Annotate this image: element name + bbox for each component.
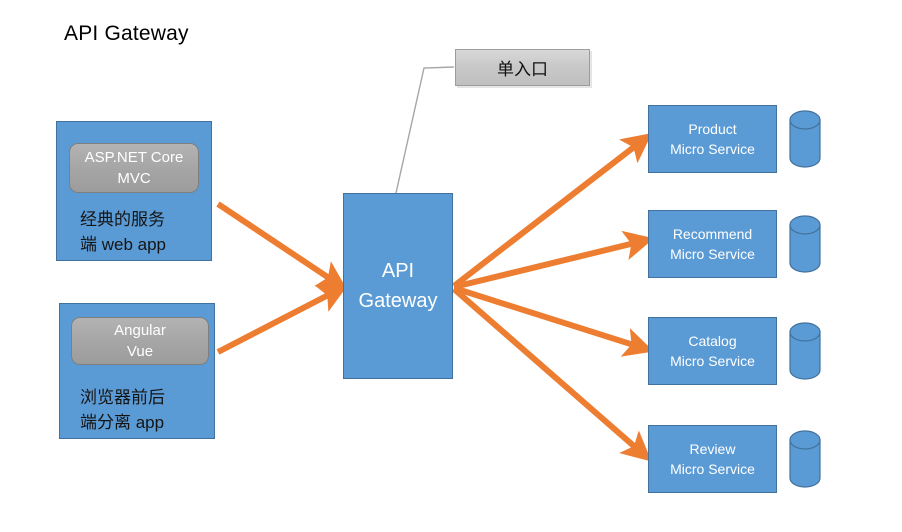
- service-suffix: Micro Service: [670, 461, 755, 477]
- database-cylinder-catalog: [789, 322, 821, 380]
- service-name: Product: [688, 121, 737, 137]
- api-gateway-box[interactable]: API Gateway: [343, 193, 453, 379]
- tech-chip-line2: MVC: [117, 170, 151, 187]
- callout-label: 单入口: [497, 60, 548, 79]
- arrow-gateway-to-product: [452, 133, 653, 289]
- tech-chip-line2: Vue: [126, 343, 154, 360]
- database-cylinder-product: [789, 110, 821, 168]
- page-title: API Gateway: [64, 22, 189, 45]
- arrow-gateway-to-recommend: [453, 230, 655, 290]
- client-caption-line1: 经典的服务: [80, 210, 165, 229]
- service-suffix: Micro Service: [670, 353, 755, 369]
- client-caption-line2: 端分离 app: [80, 413, 165, 432]
- callout-single-entry[interactable]: 单入口: [455, 49, 590, 86]
- api-gateway-line2: Gateway: [358, 290, 438, 312]
- database-cylinder-review: [789, 430, 821, 488]
- arrow-gateway-to-catalog: [453, 285, 654, 357]
- service-name: Recommend: [672, 226, 753, 242]
- tech-chip-line1: ASP.NET Core: [84, 149, 184, 166]
- arrow-angular-to-gateway: [216, 284, 349, 355]
- service-box-recommend[interactable]: Recommend Micro Service: [648, 210, 777, 278]
- database-cylinder-recommend: [789, 215, 821, 273]
- tech-chip-aspnet-mvc[interactable]: ASP.NET Core MVC: [69, 143, 199, 193]
- arrow-aspnet-to-gateway: [216, 201, 348, 291]
- service-suffix: Micro Service: [670, 141, 755, 157]
- client-caption-line2: 端 web app: [80, 235, 166, 254]
- service-box-product[interactable]: Product Micro Service: [648, 105, 777, 173]
- service-name: Catalog: [688, 333, 737, 349]
- service-box-review[interactable]: Review Micro Service: [648, 425, 777, 493]
- service-name: Review: [689, 441, 736, 457]
- arrow-gateway-to-review: [452, 286, 652, 462]
- client-caption-angular-vue: 浏览器前后 端分离 app: [80, 385, 208, 435]
- service-box-catalog[interactable]: Catalog Micro Service: [648, 317, 777, 385]
- tech-chip-angular-vue[interactable]: Angular Vue: [71, 317, 209, 365]
- tech-chip-line1: Angular: [114, 322, 166, 339]
- client-caption-aspnet-mvc: 经典的服务 端 web app: [80, 207, 208, 257]
- callout-leader-line: [395, 66, 455, 194]
- client-caption-line1: 浏览器前后: [80, 388, 165, 407]
- api-gateway-line1: API: [381, 260, 415, 282]
- service-suffix: Micro Service: [670, 246, 755, 262]
